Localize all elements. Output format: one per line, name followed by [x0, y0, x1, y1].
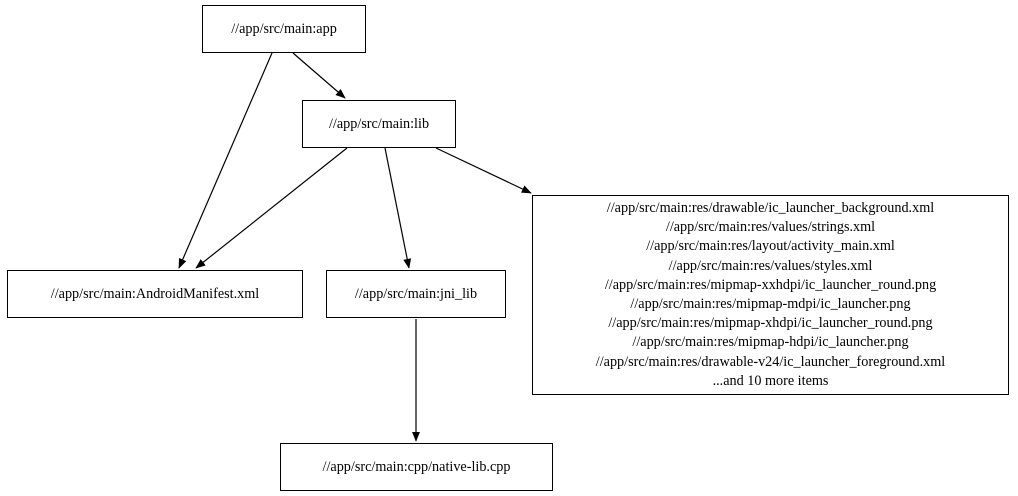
node-jni-lib[interactable]: //app/src/main:jni_lib: [326, 270, 506, 318]
node-native-lib-cpp[interactable]: //app/src/main:cpp/native-lib.cpp: [280, 443, 553, 491]
graph-edge-app-to-lib: [292, 52, 346, 99]
node-lib-label: //app/src/main:lib: [328, 115, 430, 132]
node-jni-lib-label: //app/src/main:jni_lib: [354, 285, 478, 302]
graph-edge-lib-to-manifest: [195, 147, 348, 269]
graph-edge-lib-to-res_group: [435, 147, 532, 194]
node-res-group-label: //app/src/main:res/drawable/ic_launcher_…: [595, 199, 946, 389]
node-android-manifest-label: //app/src/main:AndroidManifest.xml: [50, 285, 260, 302]
node-res-group[interactable]: //app/src/main:res/drawable/ic_launcher_…: [532, 195, 1009, 395]
node-app[interactable]: //app/src/main:app: [202, 5, 366, 53]
graph-edge-app-to-manifest: [178, 52, 273, 269]
graph-edge-lib-to-jni_lib: [384, 147, 412, 269]
node-lib[interactable]: //app/src/main:lib: [302, 100, 456, 148]
node-native-lib-cpp-label: //app/src/main:cpp/native-lib.cpp: [322, 458, 511, 475]
node-android-manifest[interactable]: //app/src/main:AndroidManifest.xml: [7, 270, 303, 318]
node-app-label: //app/src/main:app: [231, 20, 337, 37]
